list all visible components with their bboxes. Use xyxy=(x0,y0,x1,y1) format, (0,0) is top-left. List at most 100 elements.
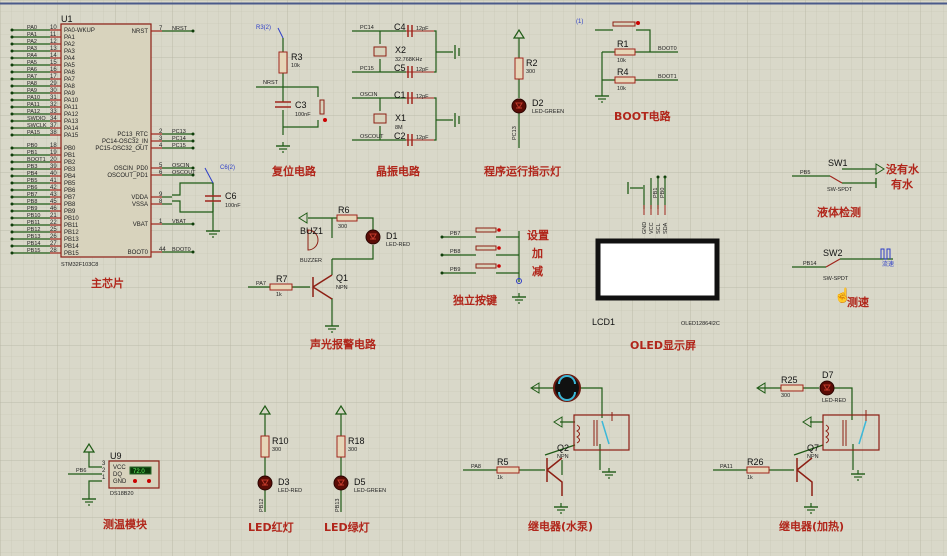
pin-dq: DQ xyxy=(113,472,122,478)
sw1-value: SW-SPDT xyxy=(827,187,853,193)
pin-number: 22 xyxy=(50,220,57,226)
temp-module[interactable]: 72.0 VCC DQ GND 3 2 1 U9 DS18B20 PB6 测温模… xyxy=(68,443,160,531)
liquid-detect-circuit[interactable]: SW1 SW-SPDT PB5 没有水 有水 液体检测 xyxy=(792,158,920,219)
push-button[interactable] xyxy=(475,263,497,269)
led-green-circuit[interactable]: R18 300 D5 LED-GREEN PB13 LED绿灯 xyxy=(324,405,386,534)
alarm-circuit[interactable]: R6 300 BUZ1 BUZZER D1 LED-RED R7 1k Q1 N… xyxy=(248,205,410,351)
pin-net: PA7 xyxy=(27,74,37,80)
c3-ref: C3 xyxy=(295,100,307,110)
ds18b20-lcd xyxy=(129,466,152,475)
led-red-circuit[interactable]: R10 300 D3 LED-RED PB12 LED红灯 xyxy=(248,405,302,534)
pin-net: PB0 xyxy=(27,143,37,149)
crystal-circuit[interactable]: PC14 PC15 OSCIN OSCOUT C4 12pF C5 12pF X… xyxy=(352,22,460,178)
push-button[interactable] xyxy=(475,227,497,233)
buz1-value: BUZZER xyxy=(300,258,322,264)
x1-crystal xyxy=(373,113,387,124)
pin-name: PA10 xyxy=(64,98,79,104)
pin-number: 31 xyxy=(50,95,57,101)
pin-name: PB7 xyxy=(64,195,76,201)
pin-number: 15 xyxy=(50,60,57,66)
pin-net: PC13 xyxy=(172,129,186,135)
oled-title: OLED显示屏 xyxy=(630,339,696,352)
relay-pump-circuit[interactable]: Q2 NPN R5 1k PA8 继电器(水泵) xyxy=(463,374,630,533)
pin-net: PB8 xyxy=(27,199,37,205)
mcu-title: 主芯片 xyxy=(91,276,124,290)
r25-value: 300 xyxy=(781,393,790,399)
r1-value: 10k xyxy=(617,58,626,64)
x1-value: 8M xyxy=(395,125,403,131)
pin-gnd: GND xyxy=(113,479,127,485)
relay-heat-circuit[interactable]: R25 300 D7 LED-RED Q7 NPN R26 1k PA11 继电… xyxy=(713,370,880,533)
q7-value: NPN xyxy=(807,454,819,460)
oled-scl-net: PB1 xyxy=(653,188,659,198)
hand-cursor-icon: ☝ xyxy=(834,286,851,304)
boot-circuit[interactable]: (1) R1 10k R4 10k BOOT0 BOOT1 BOOT电路 xyxy=(576,19,678,123)
c1-ref: C1 xyxy=(394,90,406,100)
c6-capacitor[interactable]: C6 100nF C6(2) xyxy=(172,165,241,238)
r3-resistor[interactable] xyxy=(278,51,288,74)
pin-net: PB10 xyxy=(27,213,40,219)
r1-ref: R1 xyxy=(617,39,629,49)
push-button[interactable] xyxy=(475,245,497,251)
c5-value: 12pF xyxy=(416,67,429,73)
reset-circuit[interactable]: R3(2) R3 10k NRST C3 100nF 复位电路 xyxy=(256,25,327,178)
r18-ref: R18 xyxy=(348,436,365,446)
x1-ref: X1 xyxy=(395,113,406,123)
reset-button[interactable] xyxy=(319,99,325,115)
speed-circuit[interactable]: SW2 SW-SPDT PB14 流速 ☝ 测速 xyxy=(792,248,894,309)
pin-name: PB3 xyxy=(64,167,76,173)
pin-name: PB12 xyxy=(64,230,79,236)
pin-net: PB4 xyxy=(27,171,37,177)
run-led-circuit[interactable]: R2 300 D2 LED-GREEN PC13 程序运行指示灯 xyxy=(484,29,564,178)
